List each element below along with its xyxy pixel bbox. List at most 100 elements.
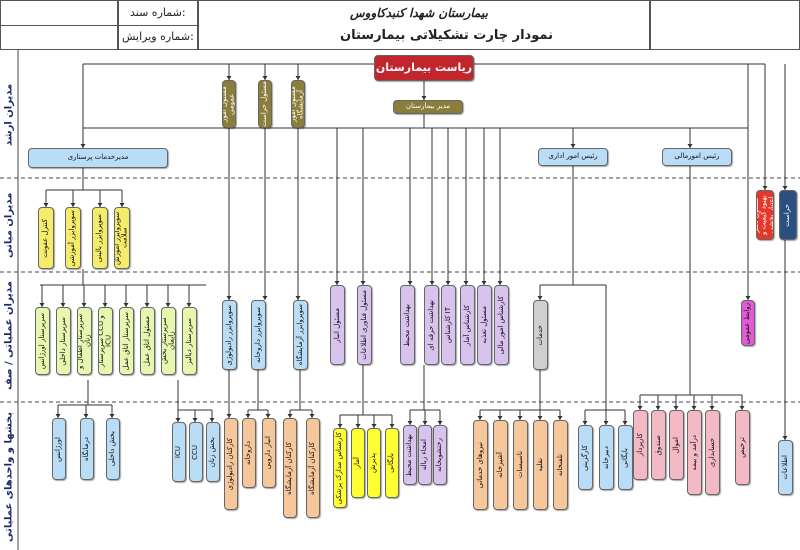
arrow-head xyxy=(709,406,715,410)
arrow-head xyxy=(355,424,361,428)
node-label: رئیس امورمالی xyxy=(674,152,720,161)
node-mid-clin: سوپروایزر بالینی xyxy=(92,207,108,269)
node-u-b1: کارگزینی xyxy=(578,425,593,490)
node-label: مسئول انبار xyxy=(332,307,341,343)
node-op-occ: بهداشت حرفه ای xyxy=(424,285,439,365)
node-label: صندوق xyxy=(653,434,662,456)
node-op-head-nurse7: سرپرستار بخش زایمان xyxy=(161,307,176,375)
arrow-head xyxy=(337,424,343,428)
node-u-lab2: کارکنان آزمایشگاه xyxy=(306,418,320,518)
node-label: ICU xyxy=(174,445,183,459)
node-label: سرپرستار اورژانس xyxy=(37,312,46,370)
arrow-head xyxy=(481,281,487,285)
arrow-head xyxy=(287,414,293,418)
node-label: سرپرستار دیالیز xyxy=(184,317,193,365)
node-op-store: مسئول انبار xyxy=(330,285,345,365)
node-label: آمار xyxy=(353,457,362,469)
arrow-head xyxy=(429,281,435,285)
arrow-head xyxy=(557,416,563,420)
node-label: سوپروایزر داروخانه xyxy=(253,306,262,364)
node-label: بایگانی xyxy=(387,453,396,473)
header-divider xyxy=(0,25,198,26)
arrow-head xyxy=(295,296,301,300)
node-label: مسئول اتاق عمل xyxy=(142,315,151,367)
node-u-pub: روابط عمومی xyxy=(741,300,755,346)
node-label: کارپرداز xyxy=(635,433,644,457)
node-op-rad: سوپروایزر رادیولوژی xyxy=(222,300,237,370)
node-label: سرپرستار اتاق عمل xyxy=(121,311,130,371)
node-label: مدیر بیمارستان xyxy=(405,102,451,111)
node-u-info: اطلاعات xyxy=(778,440,793,495)
node-label: اطلاعات xyxy=(780,455,789,480)
arrow-head xyxy=(762,186,768,190)
arrow-head xyxy=(226,76,232,80)
arrow-head xyxy=(334,281,340,285)
arrow-head xyxy=(422,421,428,425)
arrow-head xyxy=(637,406,643,410)
arrow-head xyxy=(389,424,395,428)
arrow-head xyxy=(55,414,61,418)
node-u-f1: کارپرداز xyxy=(633,410,648,480)
arrow-head xyxy=(537,416,543,420)
node-label: کارکنان آزمایشگاه xyxy=(285,441,294,495)
node-op-supply: خدمات xyxy=(533,300,548,370)
node-security: حراست xyxy=(779,190,797,240)
arrow-head xyxy=(97,203,103,207)
node-label: نقلیه xyxy=(535,458,544,472)
node-mid-health: سوپروایزر آموزش سلامت xyxy=(114,207,130,269)
node-op-head-nurse5: سرپرستار اتاق عمل xyxy=(119,307,134,375)
arrow-head xyxy=(437,421,443,425)
node-u-env1: بهداشت محیط xyxy=(403,425,417,485)
node-u-b2: دبیرخانه xyxy=(599,425,614,490)
node-label: سرپرستار بخش زایمان xyxy=(161,317,176,365)
arrow-head xyxy=(39,303,45,307)
arrow-head xyxy=(407,281,413,285)
node-op-env: بهداشت محیط xyxy=(400,285,415,365)
node-u-icu: ICU xyxy=(172,422,186,482)
node-label: داروخانه xyxy=(244,441,253,465)
row-label-units: بخشها و واحدهای عملیاتی xyxy=(3,412,15,543)
arrow-head xyxy=(360,281,366,285)
arrow-head xyxy=(226,296,232,300)
arrow-head xyxy=(739,406,745,410)
arrow-head xyxy=(655,406,661,410)
node-label: درآمد و بیمه xyxy=(689,434,698,471)
node-label: مسئول حراست xyxy=(260,81,269,127)
node-op-nut: مسئول تغذیه xyxy=(477,285,492,365)
arrow-head xyxy=(782,186,788,190)
arrow-head xyxy=(81,303,87,307)
node-label: کارشناس آمار xyxy=(462,304,471,346)
node-pub3: مسئول امور آزمایشگاه xyxy=(291,80,305,128)
node-u-f3: اموال xyxy=(669,410,684,480)
node-u-ccu: CCU xyxy=(189,422,203,482)
node-label: اورژانس xyxy=(54,436,63,462)
arrow-head xyxy=(687,144,693,148)
node-u-env3: رختشویخانه xyxy=(433,425,447,485)
node-label: امحاء زباله xyxy=(420,439,429,471)
node-u-o5: تلفنخانه xyxy=(553,420,568,510)
arrow-head xyxy=(477,416,483,420)
node-pub1: مسئول امور عمومی xyxy=(222,80,236,128)
node-label: کارشناس امور مالی xyxy=(496,295,505,355)
arrow-head xyxy=(537,296,543,300)
node-label: درمانگاه xyxy=(82,437,91,461)
row-label-senior: مدیران ارشد xyxy=(3,83,15,147)
node-u-int: بخش داخلی xyxy=(106,418,120,480)
node-mid-edu: سوپروایزر آموزشی xyxy=(65,207,81,269)
node-u-clin: درمانگاه xyxy=(80,418,94,480)
node-label: سوپروایزر آزمایشگاه xyxy=(295,304,304,366)
node-op-it: کارشناس IT xyxy=(441,285,456,365)
node-label: رختشویخانه xyxy=(435,438,444,472)
node-mid-control: کنترل عفونت xyxy=(38,207,54,269)
node-label: سرپرستار داخلی xyxy=(58,316,67,366)
node-u-surg: بخش زنان xyxy=(206,422,220,482)
node-label: کارگزینی xyxy=(580,444,589,471)
node-label: ترخیص xyxy=(737,437,746,458)
node-u-rad1: کارکنان رادیولوژی xyxy=(224,418,238,510)
node-op-head-nurse4: سرپرستار CCU و ICU xyxy=(98,307,113,375)
arrow-head xyxy=(83,414,89,418)
arrow-head xyxy=(186,303,192,307)
node-label: مدیرخدمات پرستاری xyxy=(67,153,129,162)
